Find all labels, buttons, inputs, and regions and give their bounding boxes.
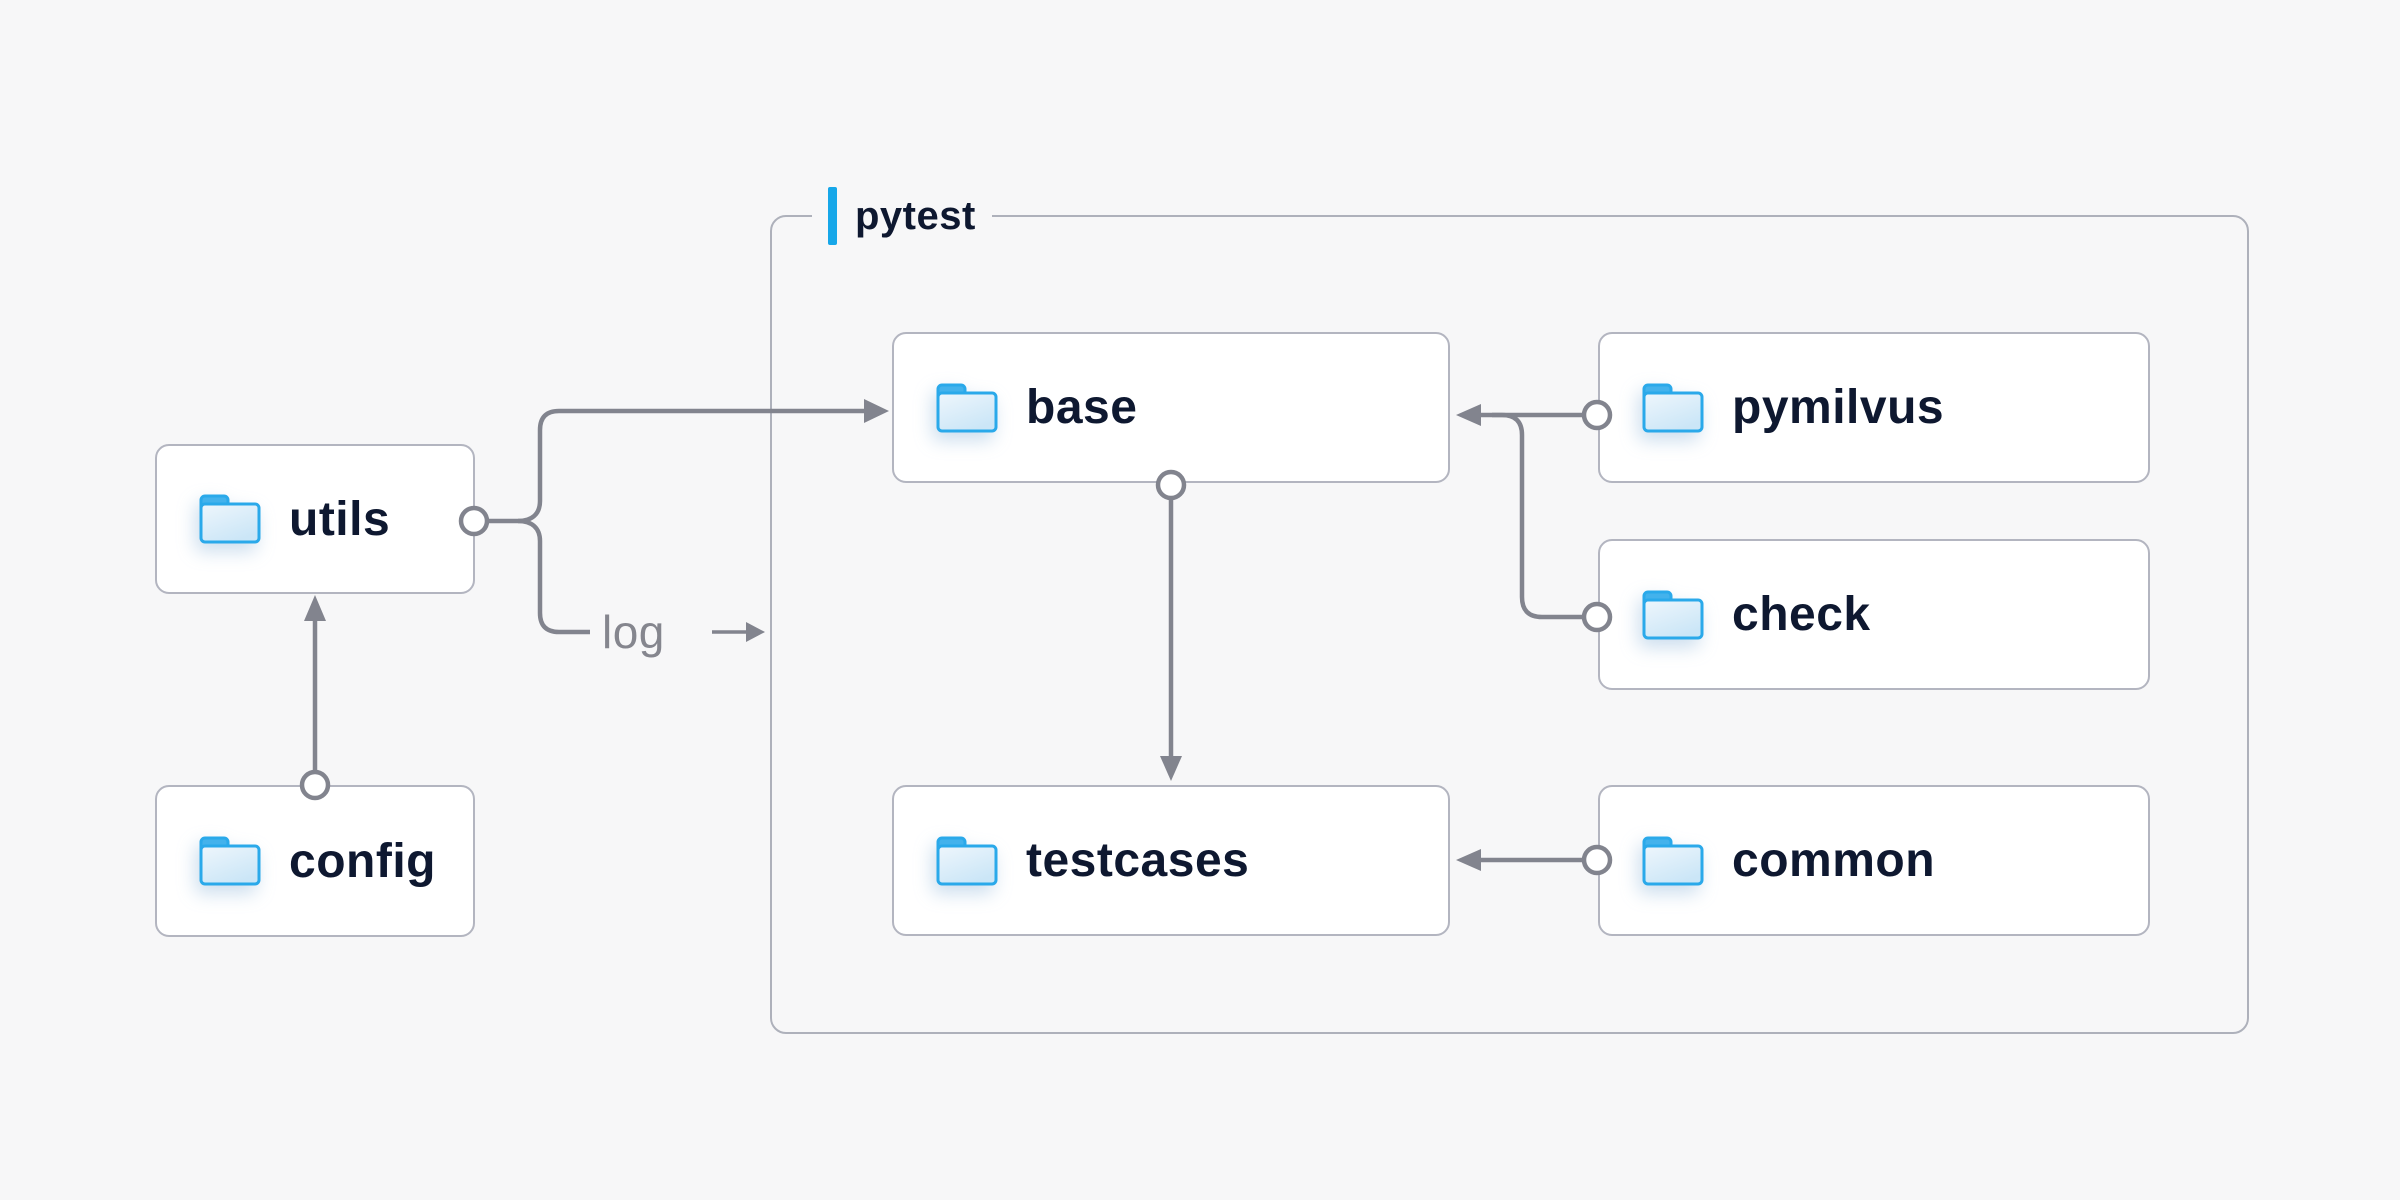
node-check: check [1598,539,2150,690]
node-label: check [1732,588,1871,641]
folder-icon [1642,383,1704,432]
folder-icon [1642,590,1704,639]
folder-icon [199,494,261,544]
node-label: utils [289,492,391,546]
folder-icon [936,836,998,885]
node-label: base [1026,381,1138,434]
node-pymilvus: pymilvus [1598,332,2150,483]
node-label: config [289,834,436,888]
node-base: base [892,332,1450,483]
node-label: common [1732,834,1936,887]
arrowhead-log [746,622,765,642]
edge-label-log: log [602,606,665,658]
arrowhead-up-utils [304,595,326,621]
label-accent-bar [828,187,837,245]
node-config: config [155,785,475,937]
pytest-group-container [770,215,2249,1034]
node-utils: utils [155,444,475,594]
node-common: common [1598,785,2150,936]
pytest-group-label: pytest [812,186,992,246]
node-label: pymilvus [1732,381,1945,434]
group-title: pytest [855,193,976,238]
node-label: testcases [1026,834,1250,887]
folder-icon [936,383,998,432]
folder-icon [1642,836,1704,885]
folder-icon [199,836,261,886]
edge-utils-log [517,518,590,635]
node-testcases: testcases [892,785,1450,936]
